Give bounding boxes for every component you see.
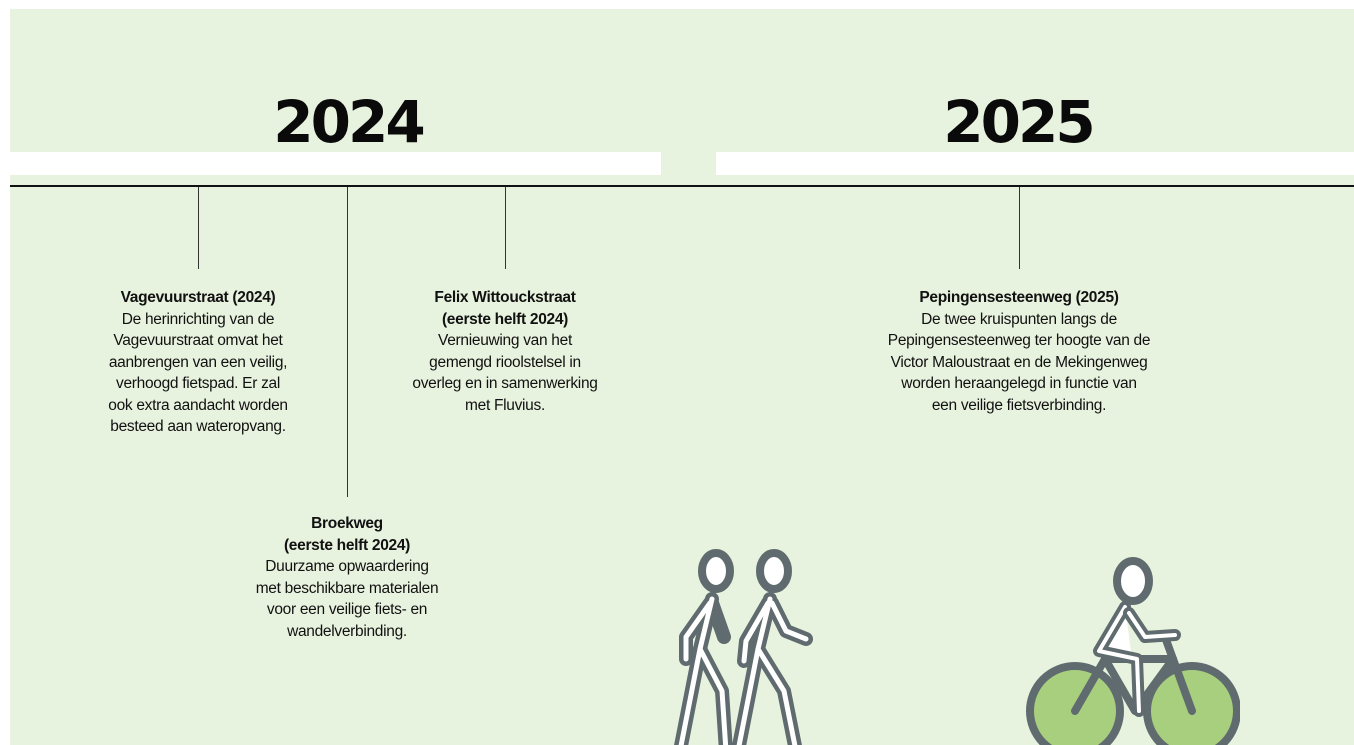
entry-title: Felix Wittouckstraat (eerste helft 2024) bbox=[434, 289, 576, 328]
timeline-tick-vagevuurstraat bbox=[198, 187, 199, 269]
year-heading-2025: 2025 bbox=[943, 88, 1095, 156]
entry-description: De twee kruispunten langs de Pepingenses… bbox=[887, 310, 1151, 414]
entry-broekweg: Broekweg (eerste helft 2024) Duurzame op… bbox=[207, 513, 487, 642]
entry-title: Pepingensesteenweg (2025) bbox=[919, 289, 1119, 306]
entry-description: Duurzame opwaardering met beschikbare ma… bbox=[255, 558, 439, 640]
timeline-infographic: 2024 2025 Vagevuurstraat (2024) De herin… bbox=[10, 9, 1354, 745]
year-heading-2024: 2024 bbox=[273, 88, 425, 156]
entry-description: De herinrichting van de Vagevuurstraat o… bbox=[108, 310, 288, 436]
entry-vagevuurstraat: Vagevuurstraat (2024) De herinrichting v… bbox=[68, 287, 328, 438]
pedestrians-icon bbox=[674, 549, 813, 745]
timeline-tick-felix-wittouckstraat bbox=[505, 187, 506, 269]
cyclist-icon bbox=[1026, 557, 1240, 745]
entry-title: Vagevuurstraat (2024) bbox=[120, 289, 276, 306]
timeline-tick-broekweg bbox=[347, 187, 348, 497]
year-band-2025 bbox=[716, 152, 1354, 175]
timeline-tick-pepingensesteenweg bbox=[1019, 187, 1020, 269]
entry-description: Vernieuwing van het gemengd rioolstelsel… bbox=[412, 332, 598, 414]
entry-felix-wittouckstraat: Felix Wittouckstraat (eerste helft 2024)… bbox=[375, 287, 635, 416]
timeline-axis bbox=[10, 185, 1354, 187]
entry-pepingensesteenweg: Pepingensesteenweg (2025) De twee kruisp… bbox=[839, 287, 1199, 416]
year-band-2024 bbox=[10, 152, 661, 175]
entry-title: Broekweg (eerste helft 2024) bbox=[283, 515, 411, 554]
